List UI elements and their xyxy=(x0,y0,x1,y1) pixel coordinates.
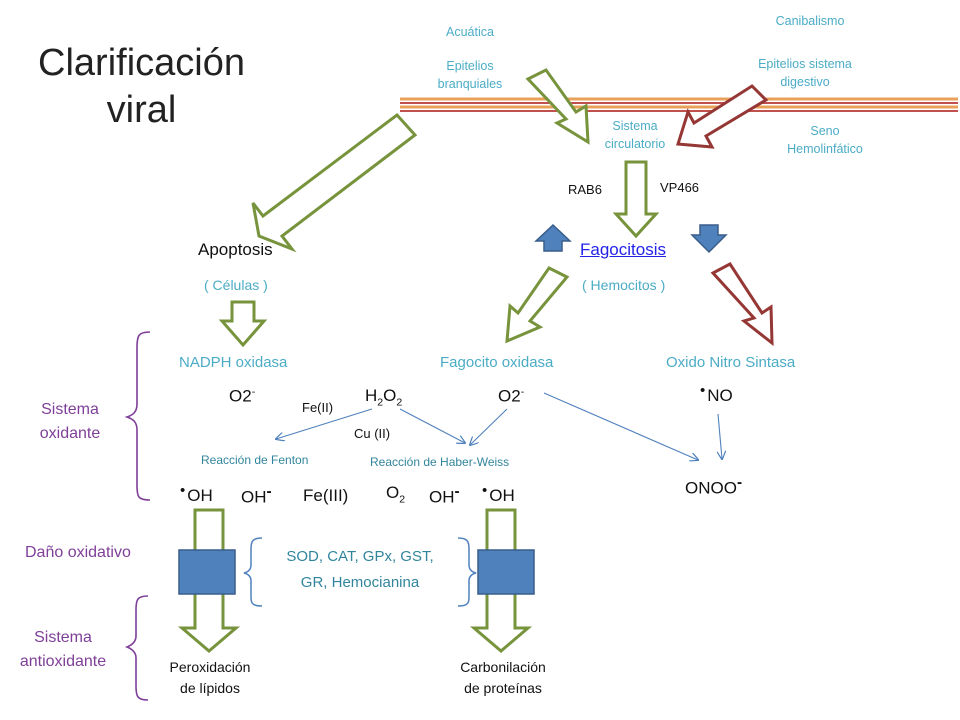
species-onoo: ONOO- xyxy=(685,474,742,499)
brace-enzymes-right xyxy=(457,537,477,607)
species-h2o2: H2O2 xyxy=(365,386,402,409)
o2-left-text: O2 xyxy=(229,386,252,406)
label-canibalismo: Canibalismo xyxy=(775,14,845,28)
label-epitelios-digestivo: Epitelios sistema digestivo xyxy=(735,55,875,91)
species-o2-molecular: O2 xyxy=(386,483,405,506)
sistema-antioxidante-line-1: Sistema xyxy=(34,629,92,646)
label-rab6: RAB6 xyxy=(568,182,602,197)
proteinas-line-2: de proteínas xyxy=(464,680,542,696)
antioxidant-block-left xyxy=(178,549,236,595)
species-fe3: Fe(III) xyxy=(303,486,349,505)
antioxidant-enzymes-line-1: SOD, CAT, GPx, GST, xyxy=(286,548,434,565)
arrow-to-fagocitosis xyxy=(612,160,660,239)
oh-minus-1-text: OH xyxy=(241,487,267,507)
arrow-to-apoptosis xyxy=(251,112,418,253)
lipidos-line-1: Peroxidación xyxy=(169,659,251,675)
epitelios-digestivo-line-1: Epitelios sistema xyxy=(758,57,852,71)
label-sistema-antioxidante: Sistema antioxidante xyxy=(8,626,118,674)
o2-right-charge: - xyxy=(520,386,525,398)
sistema-circulatorio-line-2: circulatorio xyxy=(604,137,666,151)
species-o2-left: O2- xyxy=(229,386,255,407)
label-hemocitos: ( Hemocitos ) xyxy=(582,277,666,293)
h2o2-sub-a: 2 xyxy=(377,396,384,409)
sistema-antioxidante-line-2: antioxidante xyxy=(19,653,107,670)
oh2-text: OH xyxy=(489,486,515,505)
label-acuatica: Acuática xyxy=(446,25,494,39)
species-oh-minus-left: OH- xyxy=(241,483,272,508)
brace-sistema-antioxidante xyxy=(124,595,149,701)
label-apoptosis: Apoptosis xyxy=(198,240,273,259)
species-oh-minus-right: OH- xyxy=(429,483,460,508)
sistema-circulatorio-line-1: Sistema xyxy=(612,119,658,133)
label-sistema-oxidante: Sistema oxidante xyxy=(20,398,120,446)
species-oh-radical-left: •OH xyxy=(180,482,213,506)
oh1-dot: • xyxy=(180,482,186,499)
o2-right-text: O2 xyxy=(498,386,521,406)
oh-minus-1-charge: - xyxy=(266,483,272,500)
species-oh-radical-right: •OH xyxy=(482,482,515,506)
epithelial-barrier-band xyxy=(400,97,958,112)
antioxidant-block-right xyxy=(477,549,535,595)
label-nadph-oxidasa: NADPH oxidasa xyxy=(179,354,288,371)
label-cu2: Cu (II) xyxy=(354,426,391,441)
title-line-1: Clarificación xyxy=(38,42,245,84)
label-fagocito-oxidasa: Fagocito oxidasa xyxy=(440,354,554,371)
arrow-to-nadph xyxy=(218,300,268,348)
lipidos-line-2: de lípidos xyxy=(180,680,240,696)
antioxidant-enzymes-line-2: GR, Hemocianina xyxy=(300,574,420,591)
label-antioxidant-enzymes: SOD, CAT, GPx, GST, GR, Hemocianina xyxy=(264,544,456,596)
o2-molecular-sub: 2 xyxy=(399,493,406,506)
title-line-2: viral xyxy=(106,89,177,131)
oh-minus-2-text: OH xyxy=(429,487,455,507)
sistema-oxidante-line-1: Sistema xyxy=(41,401,99,418)
no-radical-dot: • xyxy=(700,382,706,399)
page-title: Clarificación viral xyxy=(34,40,249,134)
label-reaccion-fenton: Reacción de Fenton xyxy=(201,453,309,467)
fagocitosis-link[interactable]: Fagocitosis xyxy=(580,240,666,259)
o2-molecular-o: O xyxy=(386,483,400,502)
down-arrow-icon xyxy=(690,224,728,254)
species-no: •NO xyxy=(700,382,733,406)
label-oxido-nitro-sintasa: Oxido Nitro Sintasa xyxy=(666,354,796,371)
arrow-from-digestivo xyxy=(676,84,769,149)
sistema-oxidante-line-2: oxidante xyxy=(39,425,101,442)
label-reaccion-haber-weiss: Reacción de Haber-Weiss xyxy=(370,455,510,469)
label-vp466: VP466 xyxy=(660,180,700,195)
label-sistema-circulatorio: Sistema circulatorio xyxy=(585,117,685,153)
oh-minus-2-charge: - xyxy=(454,483,460,500)
no-text: NO xyxy=(707,386,733,405)
up-arrow-icon xyxy=(534,223,572,252)
arrow-from-branquiales xyxy=(525,68,590,145)
label-dano-oxidativo: Daño oxidativo xyxy=(25,544,131,561)
label-epitelios-branquiales: Epitelios branquiales xyxy=(410,57,530,93)
epitelios-branquiales-line-2: branquiales xyxy=(437,77,503,91)
epitelios-branquiales-line-1: Epitelios xyxy=(446,59,494,73)
epitelios-digestivo-line-2: digestivo xyxy=(780,75,830,89)
oh2-dot: • xyxy=(482,482,488,499)
brace-sistema-oxidante xyxy=(124,331,151,501)
label-fe2: Fe(II) xyxy=(302,400,334,415)
arrow-to-fagocito-oxidasa xyxy=(505,266,570,344)
arrow-to-nitro-sintasa xyxy=(710,262,774,347)
reaction-arrows xyxy=(276,392,722,460)
h2o2-h: H xyxy=(365,386,378,405)
species-o2-right: O2- xyxy=(498,386,524,407)
brace-enzymes-left xyxy=(243,537,263,607)
h2o2-sub-b: 2 xyxy=(396,396,403,409)
onoo-text: ONOO xyxy=(685,478,737,498)
seno-line-1: Seno xyxy=(810,124,840,138)
o2-left-charge: - xyxy=(251,386,256,398)
label-carbonilacion-proteinas: Carbonilación de proteínas xyxy=(438,657,568,699)
h2o2-o: O xyxy=(383,386,397,405)
seno-line-2: Hemolinfático xyxy=(787,142,863,156)
label-peroxidacion-lipidos: Peroxidación de lípidos xyxy=(150,657,270,699)
label-seno-hemolinfatico: Seno Hemolinfático xyxy=(770,122,880,158)
proteinas-line-1: Carbonilación xyxy=(460,659,546,675)
onoo-charge: - xyxy=(736,474,743,491)
label-celulas: ( Células ) xyxy=(204,277,268,293)
oh1-text: OH xyxy=(187,486,213,505)
